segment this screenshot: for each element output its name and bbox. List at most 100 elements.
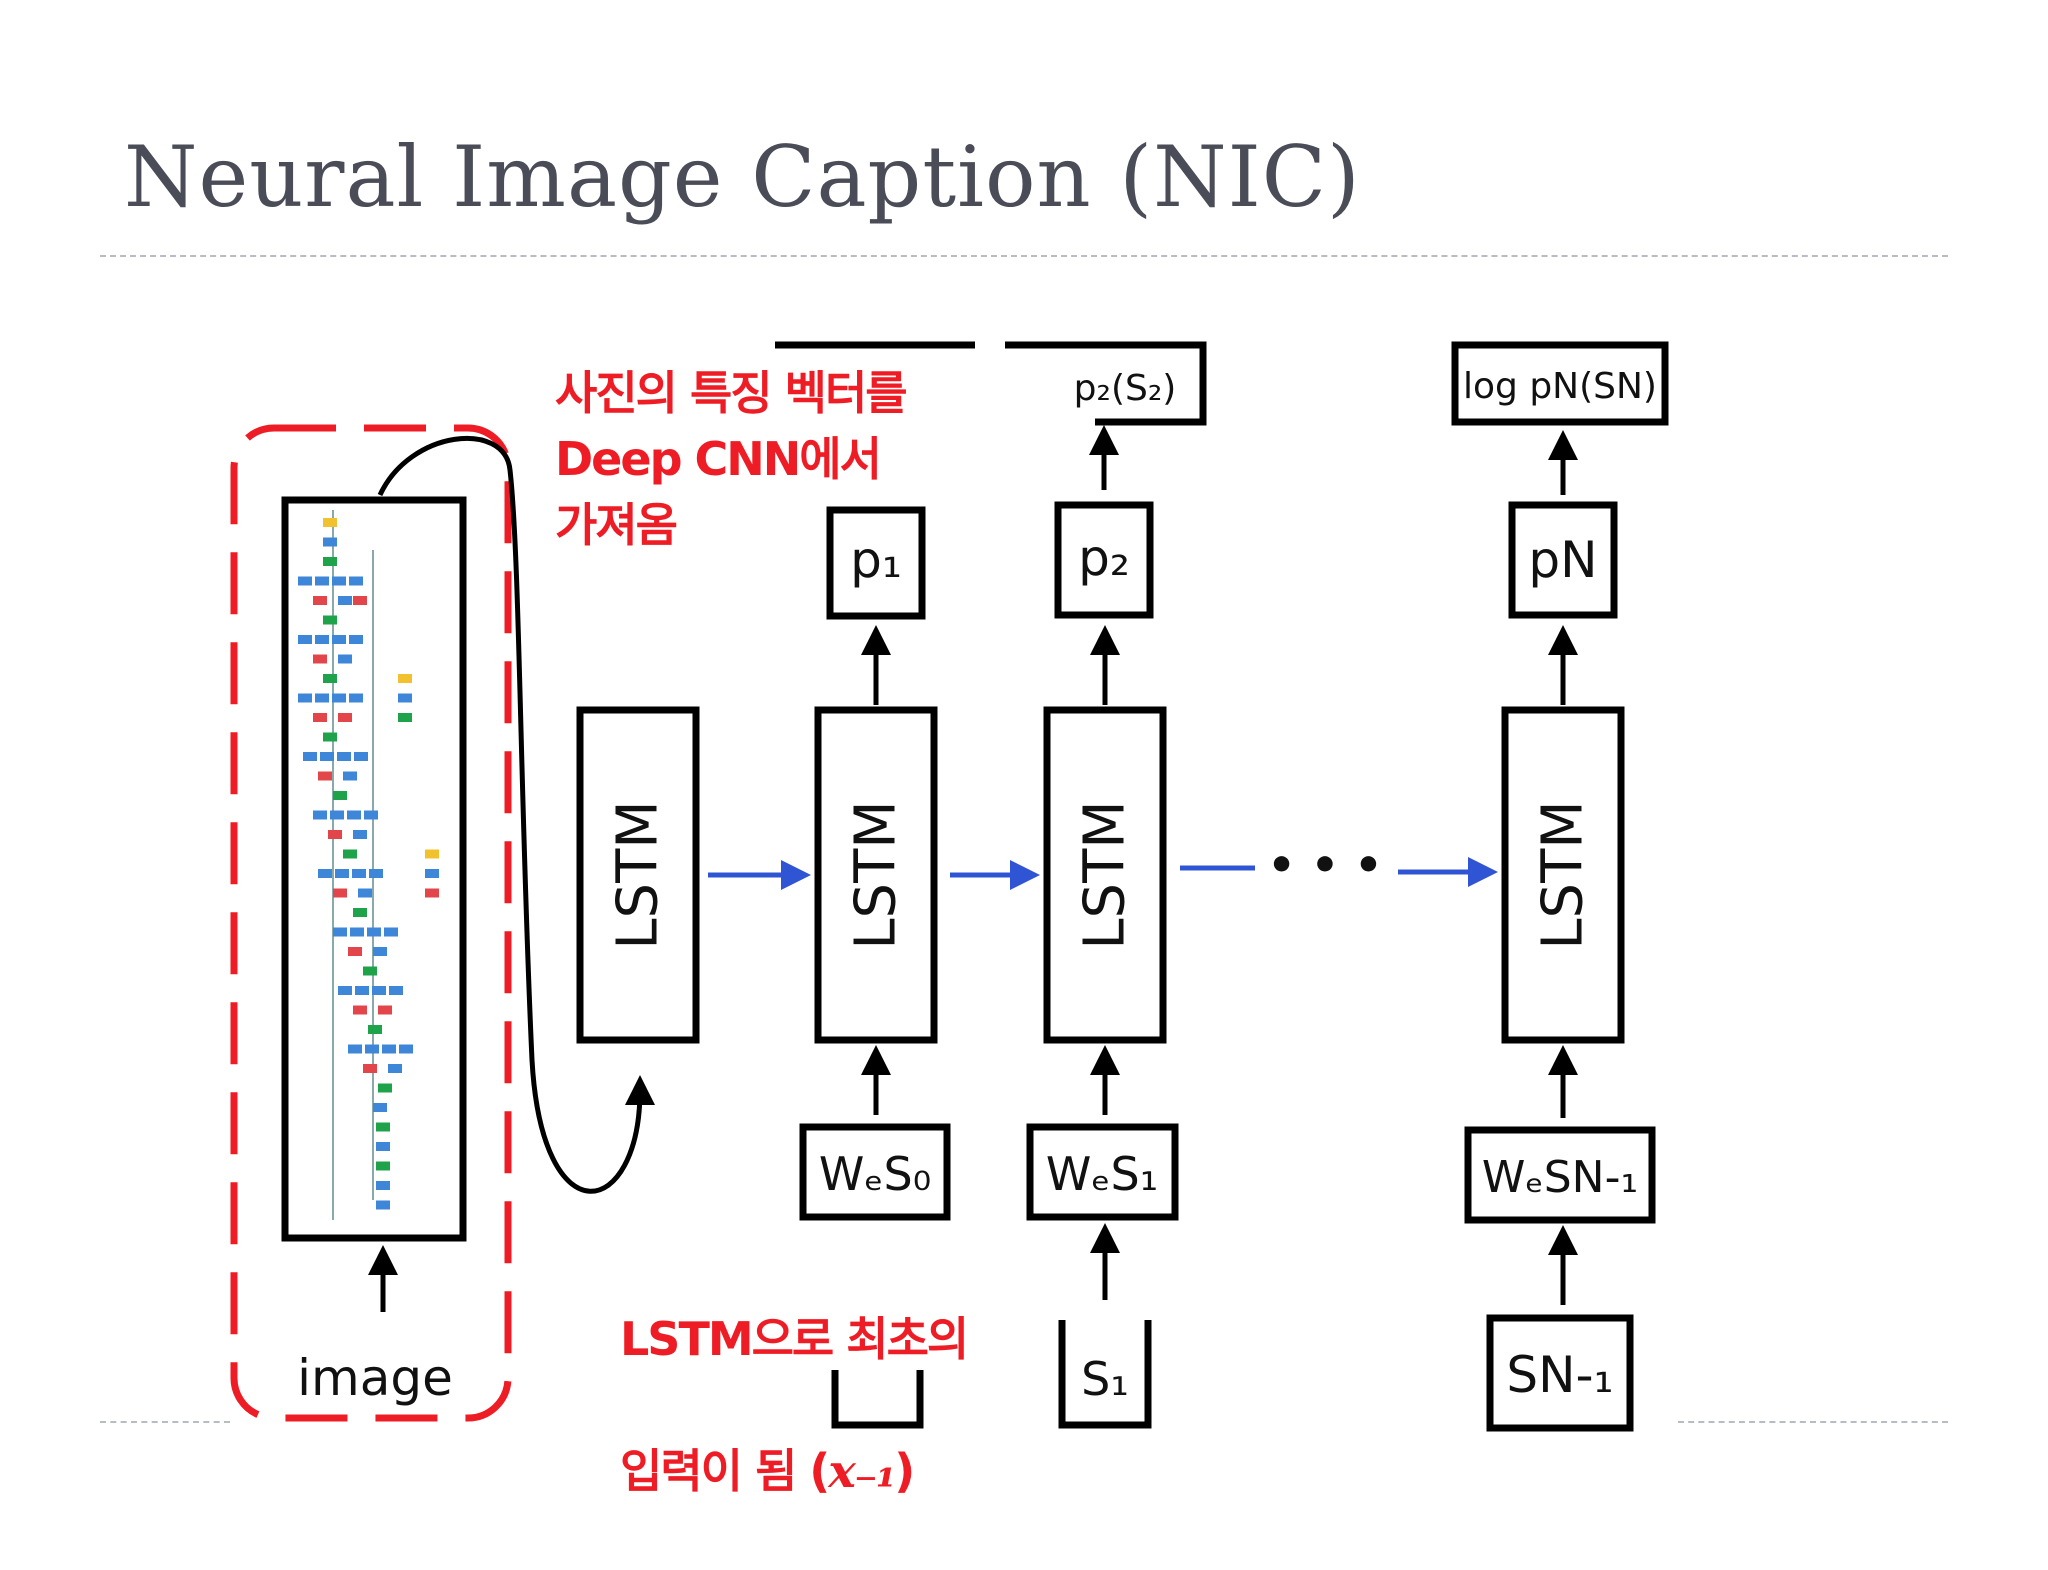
embed-box-1: WₑS₁ [1026, 1123, 1179, 1221]
cnn-layer-block [354, 752, 368, 761]
log-prob-box-n: log pN(SN) [1451, 341, 1669, 426]
cnn-layer-block [353, 908, 367, 917]
prob-box-n: pN [1508, 501, 1618, 619]
cnn-layer-block [376, 1122, 390, 1132]
cnn-layer-block [332, 693, 346, 703]
prob-label: p₂ [1078, 529, 1130, 587]
cnn-layer-block [323, 674, 337, 683]
cnn-layer-block [398, 713, 412, 722]
cnn-layer-block [333, 791, 347, 800]
cnn-layer-block [376, 1181, 390, 1190]
word-label: SN-₁ [1506, 1346, 1613, 1404]
cnn-layer-block [363, 1064, 377, 1073]
cnn-layer-block [313, 596, 327, 605]
cnn-layer-block [350, 927, 364, 937]
cnn-layer-block [355, 986, 369, 995]
embed-label: WₑSN-₁ [1482, 1152, 1638, 1203]
cnn-layer-block [313, 810, 327, 820]
cnn-layer-block [364, 810, 378, 820]
cnn-layer-block [365, 1044, 379, 1054]
cnn-layer-block [332, 576, 346, 586]
cnn-layer-block [338, 986, 352, 995]
nic-diagram: image LSTM LSTM LSTM LSTM • • • p₁ p₂ pN [230, 341, 1669, 1432]
cnn-layer-block [323, 732, 337, 742]
cnn-layer-block [363, 966, 377, 976]
cnn-layer-block [313, 713, 327, 722]
cnn-layer-block [369, 869, 383, 878]
cnn-layer-block [378, 1005, 392, 1015]
bottom-divider-right [1678, 1421, 1948, 1423]
word-box-0 [831, 1370, 924, 1429]
slide-title: Neural Image Caption (NIC) [124, 128, 1361, 226]
lstm-cell-2: LSTM [1043, 706, 1167, 1044]
prob-box-2: p₂ [1054, 501, 1154, 619]
cnn-layer-block [398, 674, 412, 683]
cnn-feature-note: 사진의 특징 벡터를 Deep CNN에서 가져옴 [555, 366, 908, 552]
embed-box-0: WₑS₀ [799, 1123, 951, 1221]
cnn-layer-block [353, 1005, 367, 1015]
log-prob-box-2: p₂(S₂) [1005, 341, 1207, 426]
lstm-input-note-line2: 입력이 됨 (x₋₁) [620, 1438, 967, 1504]
lstm-input-note-close: ) [894, 1444, 915, 1498]
cnn-layer-block [328, 830, 342, 839]
cnn-layer-block [338, 713, 352, 722]
cnn-layer-block [348, 947, 362, 956]
cnn-layer-block [343, 771, 357, 781]
cnn-layer-block [333, 927, 347, 937]
cnn-layer-block [376, 1200, 390, 1210]
cnn-layer-block [425, 869, 439, 878]
cnn-layer-block [373, 1103, 387, 1112]
cnn-layer-block [332, 635, 346, 644]
cnn-layer-block [323, 537, 337, 547]
cnn-layer-block [353, 830, 367, 839]
lstm-label: LSTM [606, 800, 671, 949]
cnn-layer-block [315, 576, 329, 586]
lstm-label: LSTM [1531, 800, 1596, 949]
lstm-cell-n: LSTM [1501, 706, 1625, 1044]
cnn-layer-block [298, 693, 312, 703]
cnn-layer-block [315, 635, 329, 644]
lstm-label: LSTM [1073, 800, 1138, 949]
cnn-layer-block [378, 1083, 392, 1093]
cnn-layer-block [337, 752, 351, 761]
cnn-layer-block [343, 849, 357, 859]
cnn-layer-block [320, 752, 334, 761]
cnn-layer-block [384, 927, 398, 937]
cnn-layer-block [349, 693, 363, 703]
word-box-1: S₁ [1058, 1320, 1152, 1429]
cnn-layer-block [315, 693, 329, 703]
cnn-layer-block [388, 1064, 402, 1073]
cnn-layer-block [349, 576, 363, 586]
prob-label: pN [1528, 531, 1597, 589]
cnn-layer-block [358, 888, 372, 898]
cnn-layer-block [333, 888, 347, 898]
cnn-layer-block [372, 986, 386, 995]
cnn-layer-block [389, 986, 403, 995]
cnn-layer-block [318, 771, 332, 781]
cnn-network-thumbnail [298, 510, 439, 1220]
cnn-layer-block [376, 1161, 390, 1171]
cnn-layer-block [323, 518, 337, 527]
lstm-input-note: LSTM으로 최초의 입력이 됨 (x₋₁) [620, 1240, 969, 1570]
cnn-layer-block [303, 752, 317, 761]
word-label: S₁ [1081, 1352, 1129, 1406]
ellipsis: • • • [1267, 840, 1382, 891]
prob-label: p₁ [850, 531, 902, 589]
cnn-layer-block [338, 654, 352, 664]
lstm-input-note-text: 입력이 됨 ( [620, 1444, 830, 1498]
cnn-layer-block [298, 635, 312, 644]
log-prob-label: log pN(SN) [1463, 366, 1657, 407]
title-divider [100, 255, 1948, 257]
bottom-divider-left [100, 1421, 230, 1423]
word-box-n: SN-₁ [1486, 1314, 1634, 1432]
cnn-layer-block [335, 869, 349, 878]
cnn-layer-block [352, 869, 366, 878]
lstm-cell-0: LSTM [576, 706, 700, 1044]
cnn-layer-block [347, 810, 361, 820]
cnn-layer-block [313, 654, 327, 664]
lstm-label: LSTM [844, 800, 909, 949]
cnn-layer-block [298, 576, 312, 586]
cnn-layer-block [318, 869, 332, 878]
log-prob-label: p₂(S₂) [1074, 368, 1177, 409]
embed-label: WₑS₀ [819, 1147, 931, 1201]
